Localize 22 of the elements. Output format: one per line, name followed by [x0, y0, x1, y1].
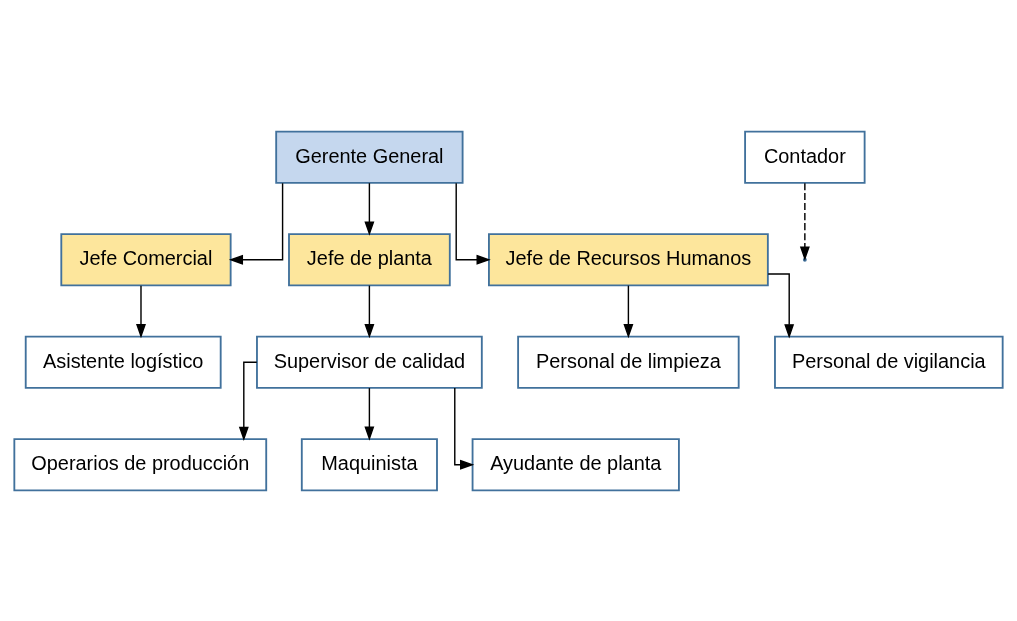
node-box: Ayudante de planta	[471, 437, 680, 491]
arrow	[767, 272, 795, 338]
arrow	[364, 386, 375, 441]
node-box: Maquinista	[300, 437, 438, 491]
arrow	[136, 284, 146, 338]
node-box: Operarios de producción	[13, 437, 268, 491]
arrow	[623, 284, 634, 338]
node-box: Gerente General	[275, 130, 464, 184]
arrow	[455, 181, 491, 265]
arrow	[364, 284, 375, 338]
node-box: Personal de limpieza	[517, 335, 740, 389]
arrow	[228, 181, 284, 265]
node-box: Asistente logístico	[24, 335, 222, 389]
node-box: Supervisor de calidad	[256, 335, 483, 389]
node-box: Jefe Comercial	[60, 232, 232, 286]
arrow	[799, 181, 810, 261]
node-box: Jefe de Recursos Humanos	[488, 232, 769, 286]
arrow	[454, 386, 475, 470]
node-box: Jefe de planta	[288, 232, 451, 286]
node-box: Contador	[744, 130, 866, 184]
node-box: Personal de vigilancia	[774, 335, 1004, 389]
arrow	[364, 181, 375, 236]
